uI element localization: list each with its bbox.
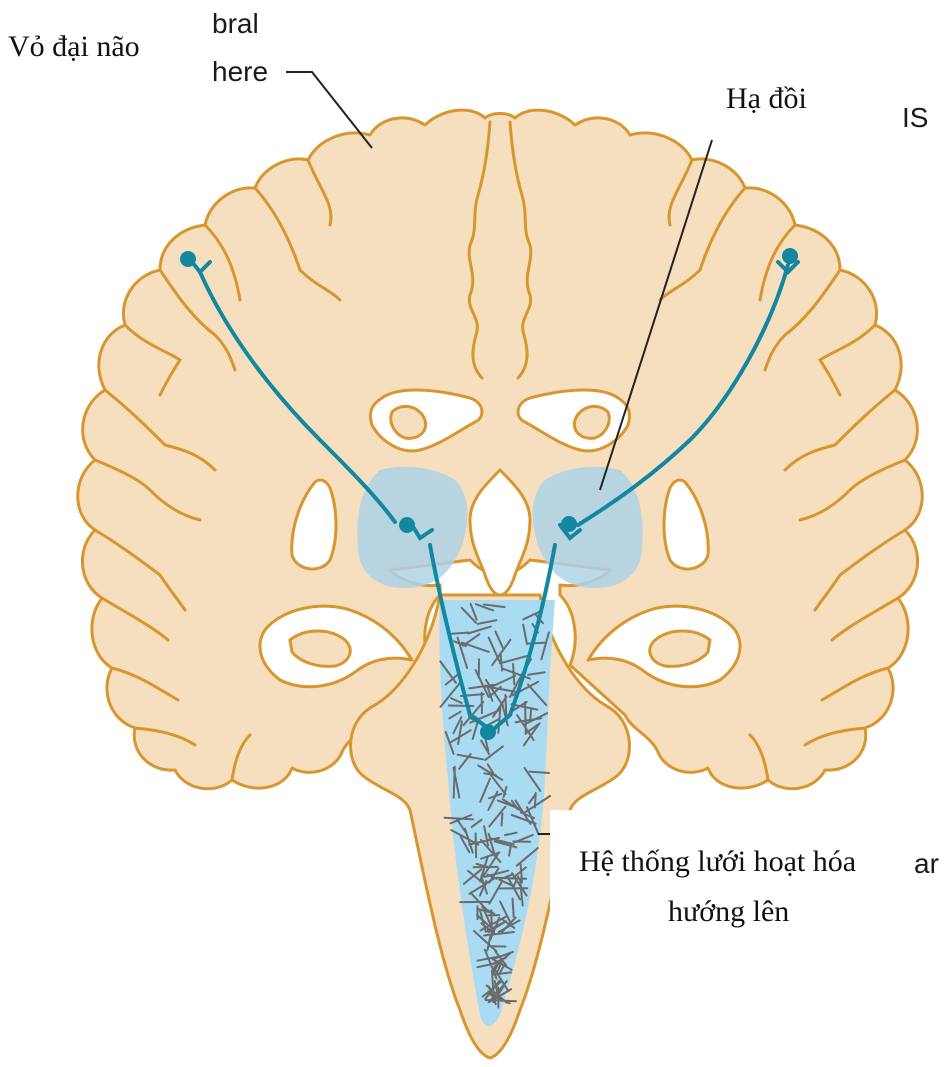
reticular-fiber — [530, 772, 549, 773]
reticular-fiber — [476, 833, 477, 857]
reticular-fiber — [513, 899, 514, 917]
label-cortex: Vỏ đại não — [8, 30, 140, 64]
reticular-fiber — [527, 643, 545, 644]
reticular-fiber — [454, 767, 455, 798]
reticular-fiber — [452, 633, 469, 634]
fragment-top-line2: here — [212, 56, 268, 88]
reticular-fiber — [502, 813, 503, 825]
reticular-fiber — [449, 706, 474, 707]
fragment-right-mid: ar — [914, 848, 939, 880]
reticular-fiber — [513, 664, 514, 684]
label-ras-line2: hướng lên — [668, 895, 789, 929]
reticular-fiber — [497, 878, 527, 879]
label-ras-line1: Hệ thống lưới hoạt hóa — [579, 845, 856, 879]
reticular-fiber — [530, 709, 531, 721]
fragment-right-top: IS — [902, 102, 928, 134]
reticular-fiber — [505, 695, 506, 718]
fragment-top-line1: bral — [212, 8, 259, 40]
label-hypothalamus: Hạ đồi — [726, 82, 807, 116]
